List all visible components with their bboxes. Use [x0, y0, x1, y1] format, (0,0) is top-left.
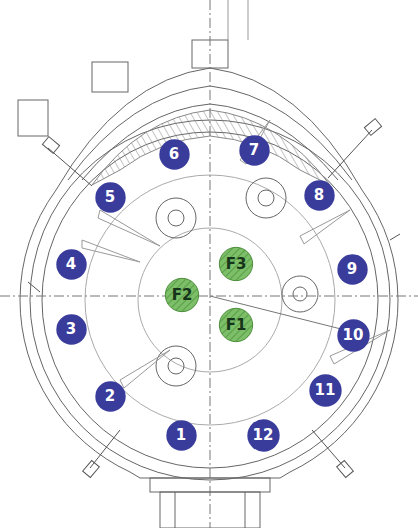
marker-label: 4: [66, 257, 76, 272]
position-marker: 12: [247, 419, 280, 452]
marker-label: F1: [226, 318, 247, 333]
marker-label: 8: [314, 188, 324, 203]
marker-label: F2: [172, 288, 193, 303]
marker-label: 3: [66, 322, 76, 337]
focus-marker: F3: [219, 247, 253, 281]
marker-label: F3: [226, 257, 247, 272]
position-marker: 3: [56, 314, 87, 345]
marker-label: 1: [176, 428, 186, 443]
marker-label: 6: [169, 147, 179, 162]
focus-marker: F2: [165, 278, 199, 312]
position-marker: 1: [166, 420, 197, 451]
position-marker: 2: [95, 381, 126, 412]
position-marker: 5: [95, 182, 126, 213]
position-marker: 10: [337, 319, 370, 352]
marker-label: 5: [105, 190, 115, 205]
marker-label: 7: [249, 143, 259, 158]
marker-label: 12: [253, 428, 274, 443]
position-marker: 4: [56, 249, 87, 280]
focus-marker: F1: [219, 308, 253, 342]
position-marker: 11: [309, 374, 342, 407]
position-marker: 6: [159, 139, 190, 170]
marker-label: 2: [105, 389, 115, 404]
marker-label: 9: [347, 262, 357, 277]
position-marker: 8: [304, 180, 335, 211]
marker-label: 11: [315, 383, 336, 398]
position-marker: 9: [337, 254, 368, 285]
marker-label: 10: [343, 328, 364, 343]
position-marker: 7: [239, 135, 270, 166]
